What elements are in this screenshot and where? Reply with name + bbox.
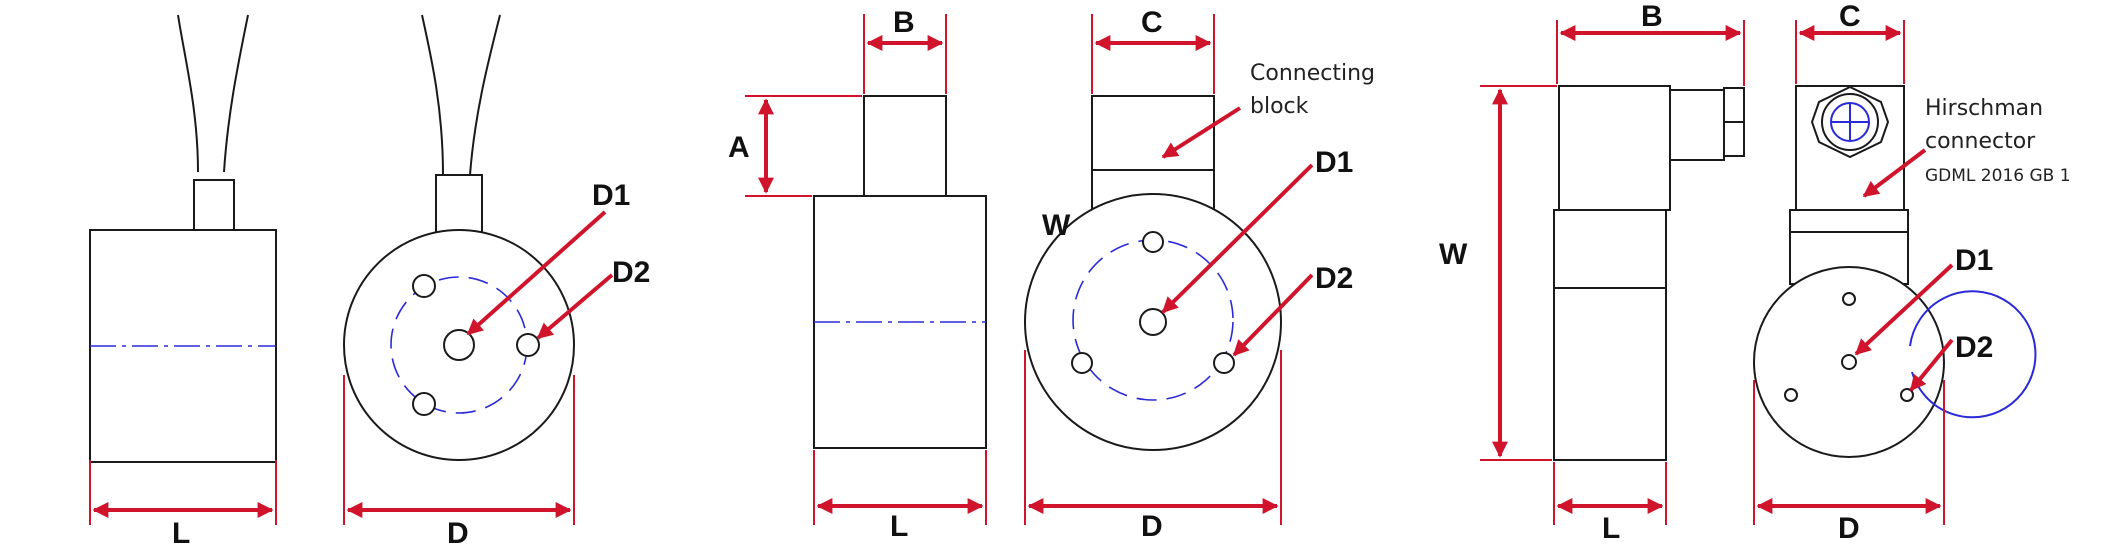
hirschman-side-view: W B L [1439, 0, 1745, 545]
cable-version-side-view: L [89, 14, 277, 549]
label-d: D [1141, 510, 1163, 543]
label-c: C [1839, 0, 1861, 33]
label-c: C [1141, 6, 1163, 39]
hole-small [1784, 388, 1798, 402]
hole-small [1071, 352, 1093, 374]
cable-right [469, 14, 501, 176]
note-connecting-block: block [1250, 94, 1309, 119]
hirschman-end-view: D1 D2 Hirschman connector GDML 2016 GB 1… [1753, 0, 2071, 545]
cable-right [223, 14, 249, 173]
note-hirschman: Hirschman [1925, 96, 2043, 121]
connecting-block-side [863, 95, 947, 197]
connecting-block-end-view: W D1 D2 Connecting block C D [1024, 6, 1375, 543]
label-w: W [1042, 209, 1071, 242]
leader-connecting-block [1161, 106, 1242, 159]
leader-d1 [1161, 163, 1314, 314]
connecting-block-front [1091, 95, 1215, 212]
hole-small [1213, 352, 1235, 374]
leader-d1 [466, 210, 607, 336]
hole-small [1900, 388, 1914, 402]
hole-small [412, 392, 436, 416]
label-d: D [1838, 512, 1860, 545]
leader-d2 [1232, 273, 1314, 357]
label-l: L [172, 517, 190, 549]
leader-d2 [1909, 338, 1954, 392]
note-connecting-block: Connecting [1250, 61, 1375, 86]
hole-small [516, 333, 540, 357]
label-d2: D2 [1315, 262, 1353, 295]
hole-small [1142, 231, 1164, 253]
label-w: W [1439, 238, 1468, 271]
center-thread-hole [1841, 354, 1857, 370]
pitch-circle [1072, 239, 1234, 401]
cable-left [177, 14, 199, 173]
leader-d2 [536, 273, 614, 340]
label-b: B [893, 6, 915, 39]
note-hirschman: connector [1925, 129, 2036, 154]
center-thread-hole [443, 329, 475, 361]
label-d: D [447, 517, 469, 549]
hole-small [1842, 292, 1856, 306]
connecting-block-side-view: A B L [728, 6, 987, 543]
connector-plug-side [1669, 89, 1725, 161]
cable-version-end-view: D1 D2 D [343, 14, 650, 549]
body-side [1553, 209, 1667, 461]
label-d1: D1 [1955, 244, 1993, 277]
label-d1: D1 [592, 179, 630, 212]
label-d2: D2 [1955, 331, 1993, 364]
cable-gland [435, 174, 483, 233]
label-d1: D1 [1315, 146, 1353, 179]
label-d2: D2 [612, 256, 650, 289]
cable-gland [193, 179, 235, 231]
leader-hirschman [1862, 148, 1927, 198]
label-b: B [1641, 0, 1663, 33]
label-a: A [728, 131, 750, 164]
hole-small [412, 274, 436, 298]
leader-d1 [1854, 263, 1954, 356]
connector-housing-side [1558, 85, 1671, 211]
label-l: L [890, 510, 908, 543]
pitch-circle [1909, 290, 2037, 419]
center-thread-hole [1139, 308, 1167, 336]
connector-base-upper [1789, 209, 1909, 233]
connector-ring [1821, 93, 1879, 151]
cable-left [421, 14, 444, 176]
label-l: L [1602, 512, 1620, 545]
note-hirschman: GDML 2016 GB 1 [1925, 166, 2071, 186]
